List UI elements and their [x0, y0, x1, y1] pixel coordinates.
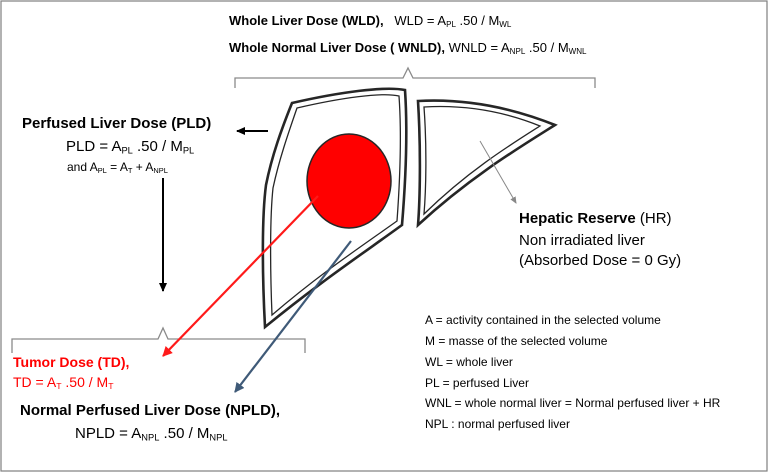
- legend-item: M = masse of the selected volume: [425, 334, 608, 348]
- top-brace: [234, 66, 596, 88]
- legend-item: WL = whole liver: [425, 355, 513, 369]
- arrow-hepatic-reserve: [479, 140, 517, 204]
- legend-item: NPL : normal perfused liver: [425, 417, 570, 431]
- wnld-label: Whole Normal Liver Dose ( WNLD),: [229, 40, 445, 55]
- npld-formula: NPLD = ANPL .50 / MNPL: [75, 425, 228, 443]
- arrow-npld: [234, 240, 352, 393]
- pld-formula: PLD = APL .50 / MPL: [66, 138, 195, 156]
- liver-right-lobe: [416, 99, 558, 229]
- td-formula: TD = AT .50 / MT: [13, 374, 114, 392]
- legend-item: A = activity contained in the selected v…: [425, 313, 661, 327]
- legend-item: WNL = whole normal liver = Normal perfus…: [425, 396, 721, 410]
- liver-left-lobe-inner: [269, 94, 401, 317]
- pld-relation: and APL = AT + ANPL: [67, 160, 168, 175]
- hr-title: Hepatic Reserve (HR): [519, 210, 672, 227]
- wnld-line: Whole Normal Liver Dose ( WNLD), WNLD = …: [229, 40, 587, 56]
- tumor: [306, 133, 392, 229]
- wld-formula: WLD = APL .50 / MWL: [394, 13, 512, 29]
- wnld-formula: WNLD = ANPL .50 / MWNL: [448, 40, 587, 56]
- wld-label: Whole Liver Dose (WLD),: [229, 13, 384, 28]
- npld-label: Normal Perfused Liver Dose (NPLD),: [20, 402, 281, 419]
- pld-label: Perfused Liver Dose (PLD): [22, 115, 212, 132]
- hr-line1: Non irradiated liver: [519, 232, 645, 249]
- hr-line2: (Absorbed Dose = 0 Gy): [519, 252, 682, 269]
- td-label: Tumor Dose (TD),: [13, 354, 130, 370]
- wld-line: Whole Liver Dose (WLD), WLD = APL .50 / …: [229, 13, 512, 29]
- bottom-brace: [11, 326, 306, 353]
- liver-right-lobe-inner: [423, 105, 542, 216]
- arrow-tumor-dose: [162, 195, 319, 357]
- legend-item: PL = perfused Liver: [425, 376, 529, 390]
